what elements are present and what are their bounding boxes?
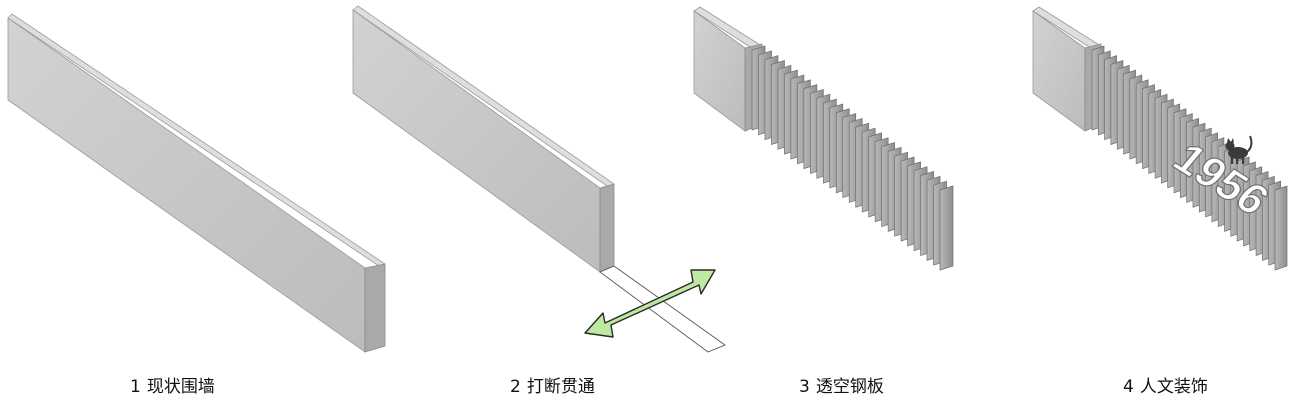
wall-face <box>1032 10 1086 132</box>
steel-fin <box>939 185 954 271</box>
panel-3-perforated-steel <box>693 6 954 271</box>
cat-silhouette-icon <box>1225 135 1253 164</box>
double-arrow <box>584 269 716 338</box>
wall-end <box>364 263 386 353</box>
step-label: 现状围墙 <box>146 377 215 397</box>
step-label: 人文装饰 <box>1139 377 1208 397</box>
step-number: 3 <box>799 377 810 397</box>
panel-1-existing-wall <box>7 13 386 353</box>
step-label: 透空钢板 <box>815 377 884 397</box>
wall-end <box>599 183 615 273</box>
step-number: 2 <box>510 377 521 397</box>
step-number: 4 <box>1123 377 1134 397</box>
steel-fins <box>751 45 954 271</box>
steel-fins <box>1091 45 1288 271</box>
ground-gap-outline <box>599 265 726 353</box>
panel-4-cultural-decoration: 1956 <box>1032 6 1288 271</box>
double-arrow-shape <box>584 269 716 338</box>
step-label: 打断贯通 <box>526 377 595 397</box>
step-number: 1 <box>130 377 141 397</box>
wall-face <box>352 9 601 273</box>
wall-face <box>693 10 746 132</box>
steel-fin <box>1274 185 1288 271</box>
wall-face <box>7 17 366 353</box>
panel-2-break-through <box>352 5 726 353</box>
